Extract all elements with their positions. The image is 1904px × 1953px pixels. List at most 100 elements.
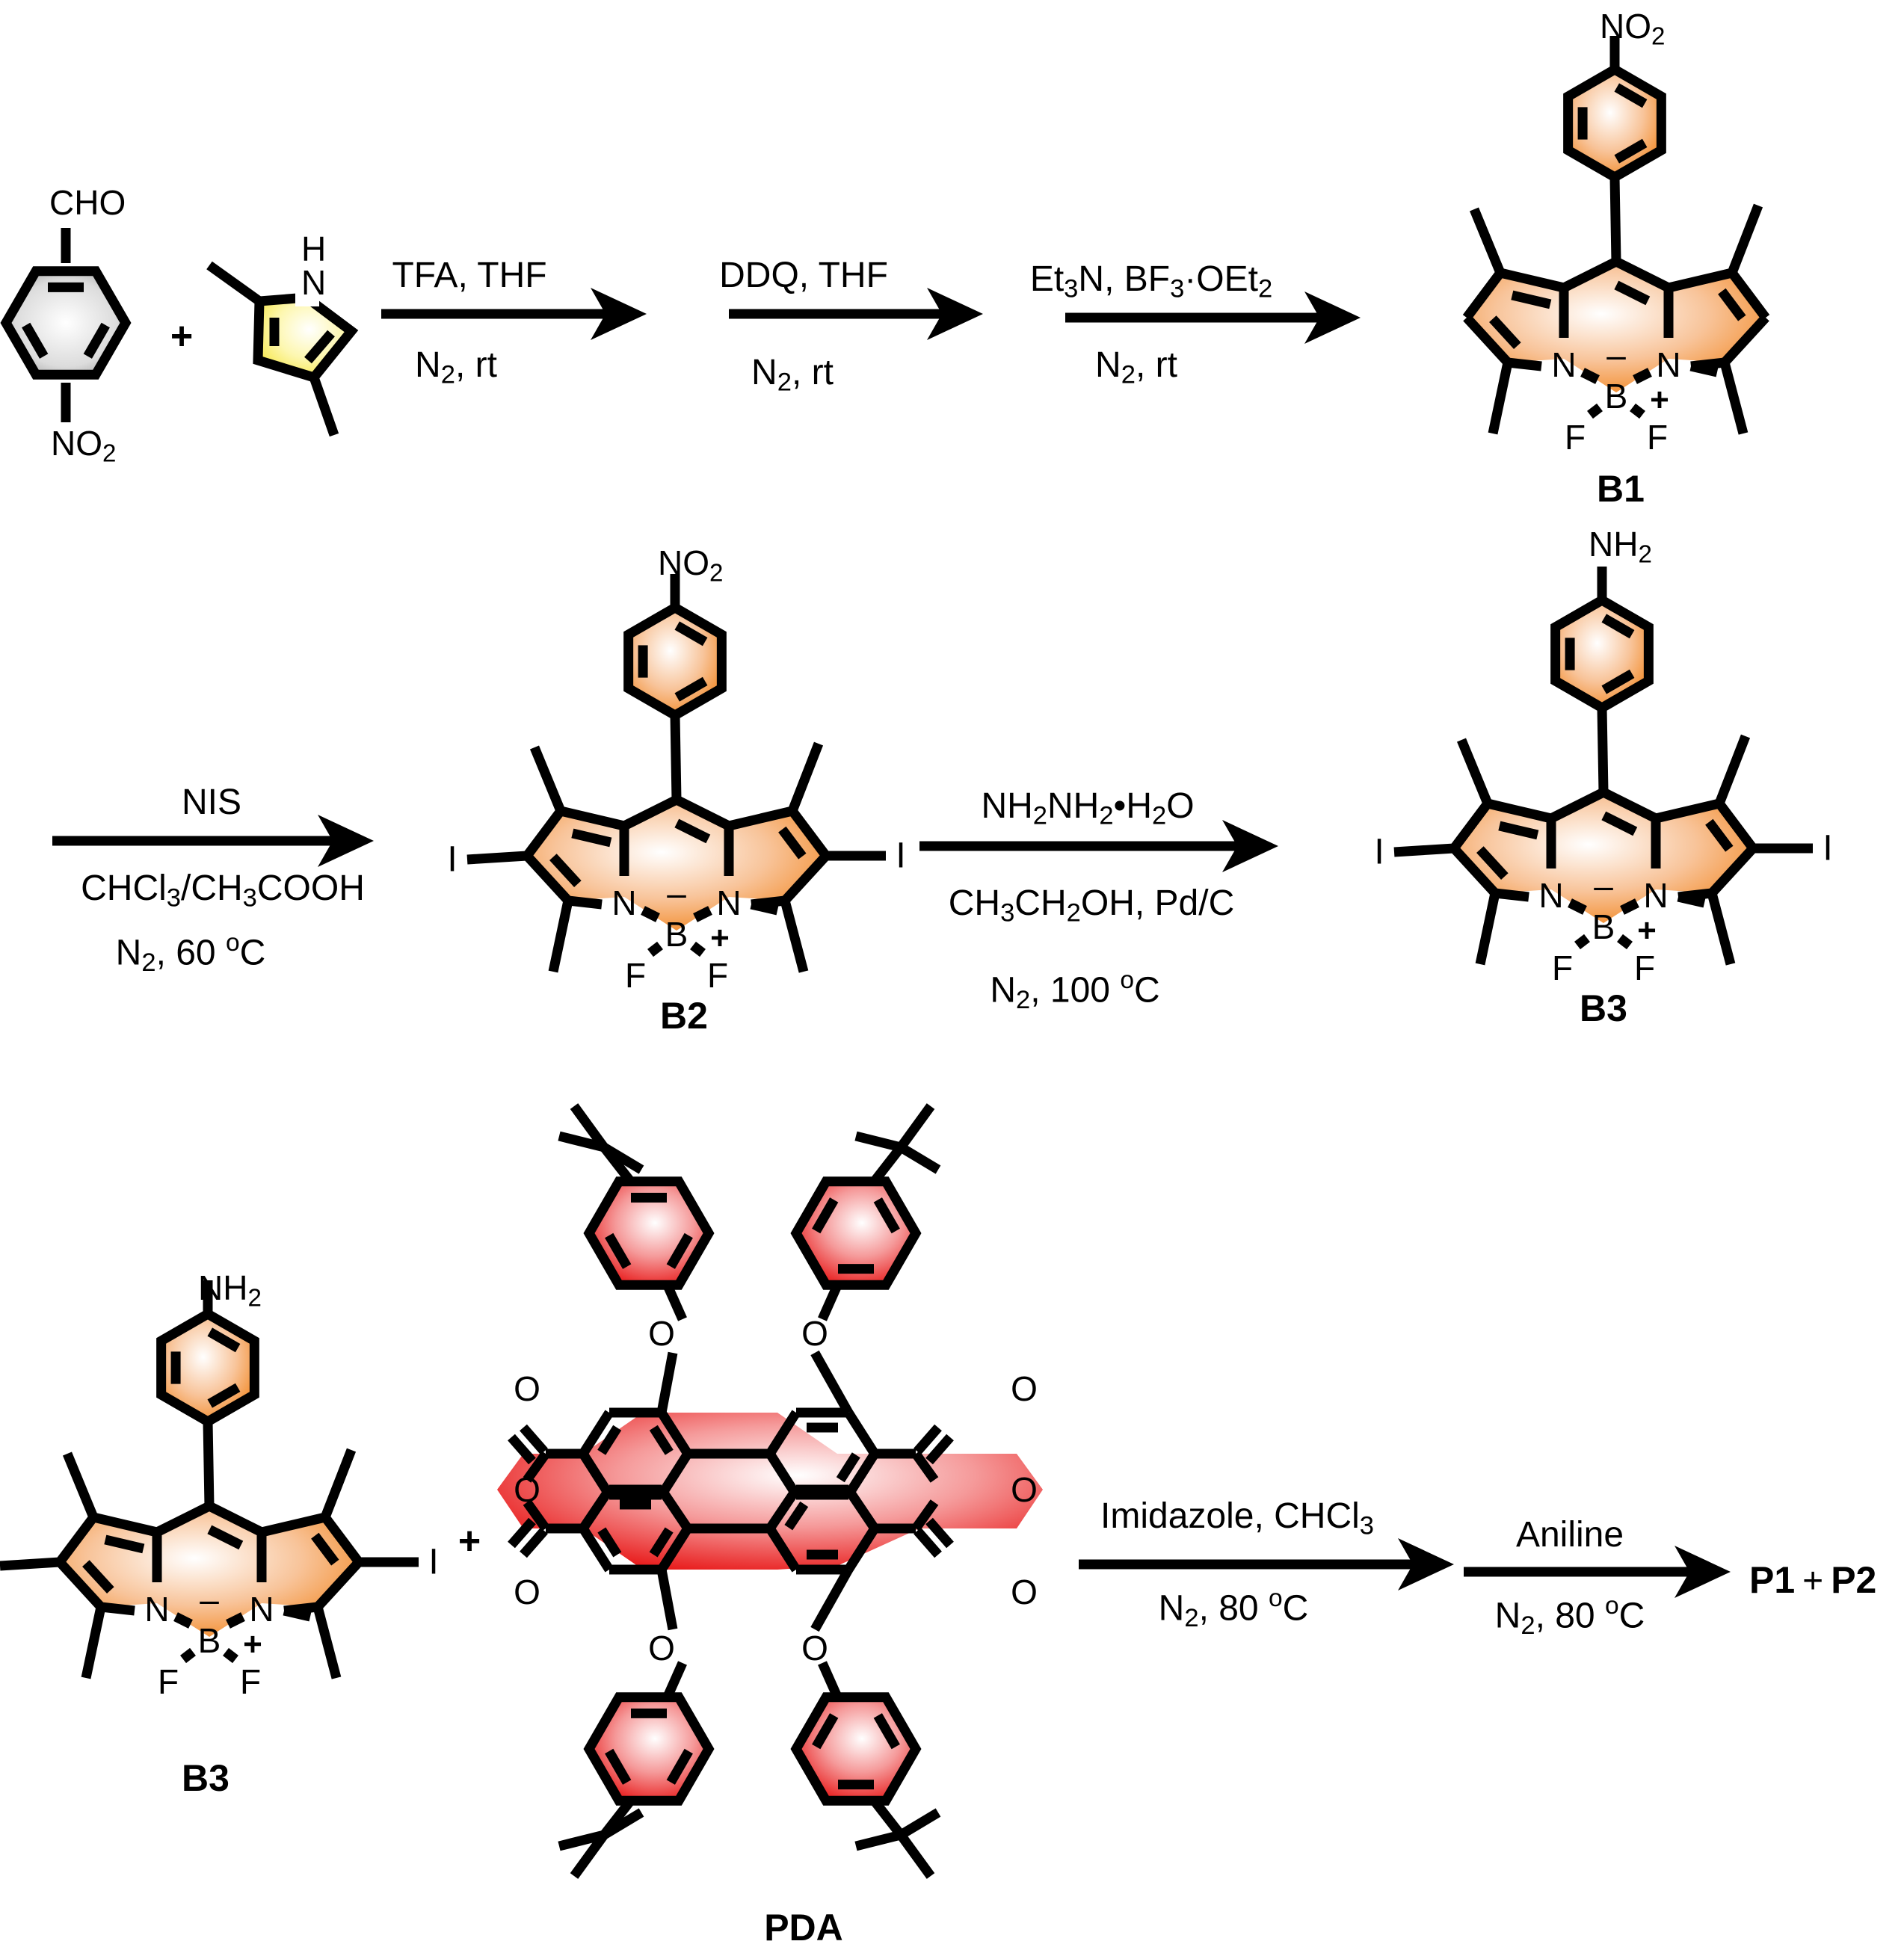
imidazole-conditions-below: N2, 80 oC <box>1159 1586 1309 1632</box>
methyl <box>62 1451 99 1519</box>
double-bond <box>784 1501 809 1531</box>
cond-part: NH <box>981 786 1033 826</box>
methyl <box>1719 361 1749 435</box>
carbonyl-oxygen: O <box>514 1573 540 1611</box>
double-bond <box>1601 614 1635 639</box>
cond-rest: , 80 <box>1198 1588 1269 1629</box>
double-bond <box>1511 290 1552 309</box>
carbonyl <box>914 1527 942 1558</box>
plus-sign-row1: + <box>170 315 194 358</box>
cond-part: ·OEt <box>1184 259 1258 299</box>
cond-n: N <box>115 933 142 973</box>
pda-bond <box>765 1525 801 1573</box>
methyl <box>529 745 566 813</box>
cond-part: O <box>1166 786 1195 826</box>
cond-part: N, BF <box>1078 259 1171 299</box>
tbu-bond <box>870 1144 905 1184</box>
nis-conditions-above: NIS <box>181 783 242 822</box>
plus-charge: + <box>243 1626 262 1663</box>
methyl <box>1456 738 1493 806</box>
carbonyl <box>508 1517 536 1549</box>
bond <box>314 1558 363 1611</box>
bond <box>788 808 831 859</box>
double-bond <box>1677 892 1706 908</box>
double-bond <box>571 828 612 848</box>
cond-deg: o <box>225 929 240 957</box>
pyrrole-n-label: N <box>301 263 327 302</box>
cho-label: CHO <box>49 183 126 222</box>
no2-sub: 2 <box>709 559 724 587</box>
ether-bond <box>656 1351 678 1414</box>
cond-rest: , rt <box>455 345 497 385</box>
pda-bond <box>657 1410 692 1457</box>
pda-bond <box>765 1487 801 1531</box>
iodo-bond <box>0 1557 61 1571</box>
double-bond <box>1614 83 1648 108</box>
methyl <box>320 1448 357 1519</box>
double-bond <box>207 1383 241 1408</box>
pyrrole-h-label: H <box>301 229 327 268</box>
nh2-main: NH <box>1589 525 1639 564</box>
product-p2: P2 <box>1831 1559 1877 1601</box>
bodipy-fill <box>60 1506 359 1637</box>
cond-sub: 3 <box>1359 1511 1374 1540</box>
ether-oxygen: O <box>801 1314 828 1353</box>
nitrogen-label: N <box>1656 345 1680 384</box>
boron-label: B <box>665 915 688 954</box>
b2-no2-label: NO2 <box>658 546 723 585</box>
boron-label: B <box>1605 377 1628 416</box>
cond-deg: o <box>1604 1592 1619 1620</box>
ether-bond <box>810 1567 853 1632</box>
methyl <box>1488 361 1513 435</box>
double-bond <box>1489 315 1521 350</box>
ether-bond <box>656 1568 678 1631</box>
tbu-methyl <box>570 1832 609 1879</box>
arrow-ddq <box>729 288 983 340</box>
bond <box>1601 788 1658 823</box>
no2-main: NO <box>51 424 102 463</box>
methyl <box>1714 734 1751 806</box>
b1-no2-label: NO2 <box>1600 9 1665 49</box>
fluorine-label: F <box>1634 948 1655 987</box>
arrow-head <box>927 288 983 340</box>
plus-sign-row3: + <box>457 1519 481 1563</box>
cond-sub: 2 <box>1257 274 1273 303</box>
bond <box>1486 798 1553 824</box>
bond <box>55 1514 98 1565</box>
dashed-bond <box>1630 403 1645 419</box>
arrow2-conditions-below: N2, rt <box>751 355 834 395</box>
cond-sub: 2 <box>1521 1611 1535 1641</box>
arrow-aniline <box>1464 1546 1731 1598</box>
bond <box>1721 314 1769 366</box>
cond-n: N <box>415 345 441 385</box>
bond <box>1462 270 1505 321</box>
tbu-methyl <box>898 1808 941 1839</box>
pda-bond <box>844 1525 879 1573</box>
pda-bond <box>765 1410 801 1457</box>
dashed-bond <box>1568 898 1587 915</box>
bond <box>1654 798 1721 824</box>
aniline-conditions-below: N2, 80 oC <box>1495 1593 1645 1639</box>
tbu-methyl <box>570 1103 609 1150</box>
cond-n: N <box>1158 1588 1185 1629</box>
cond-sub: 2 <box>141 948 156 978</box>
methyl <box>1707 892 1736 966</box>
bond <box>559 806 626 831</box>
cond-unit: C <box>239 933 266 973</box>
anhydride-oxygen: O <box>514 1470 540 1509</box>
dashed-bond <box>173 1612 193 1629</box>
cond-part: CHCl <box>81 868 167 908</box>
double-bond <box>22 322 49 359</box>
cond-sub: 2 <box>777 368 792 397</box>
cond-n: N <box>990 970 1016 1011</box>
bond <box>92 1512 158 1537</box>
cond-rest: , 100 <box>1030 970 1121 1011</box>
double-bond <box>1601 669 1635 694</box>
pda-bond <box>523 1499 550 1531</box>
hydrazine-conditions-solvent: CH3CH2OH, Pd/C <box>949 886 1234 926</box>
bond <box>260 1512 327 1537</box>
double-bond <box>304 330 335 364</box>
tbu-methyl <box>601 1808 644 1839</box>
